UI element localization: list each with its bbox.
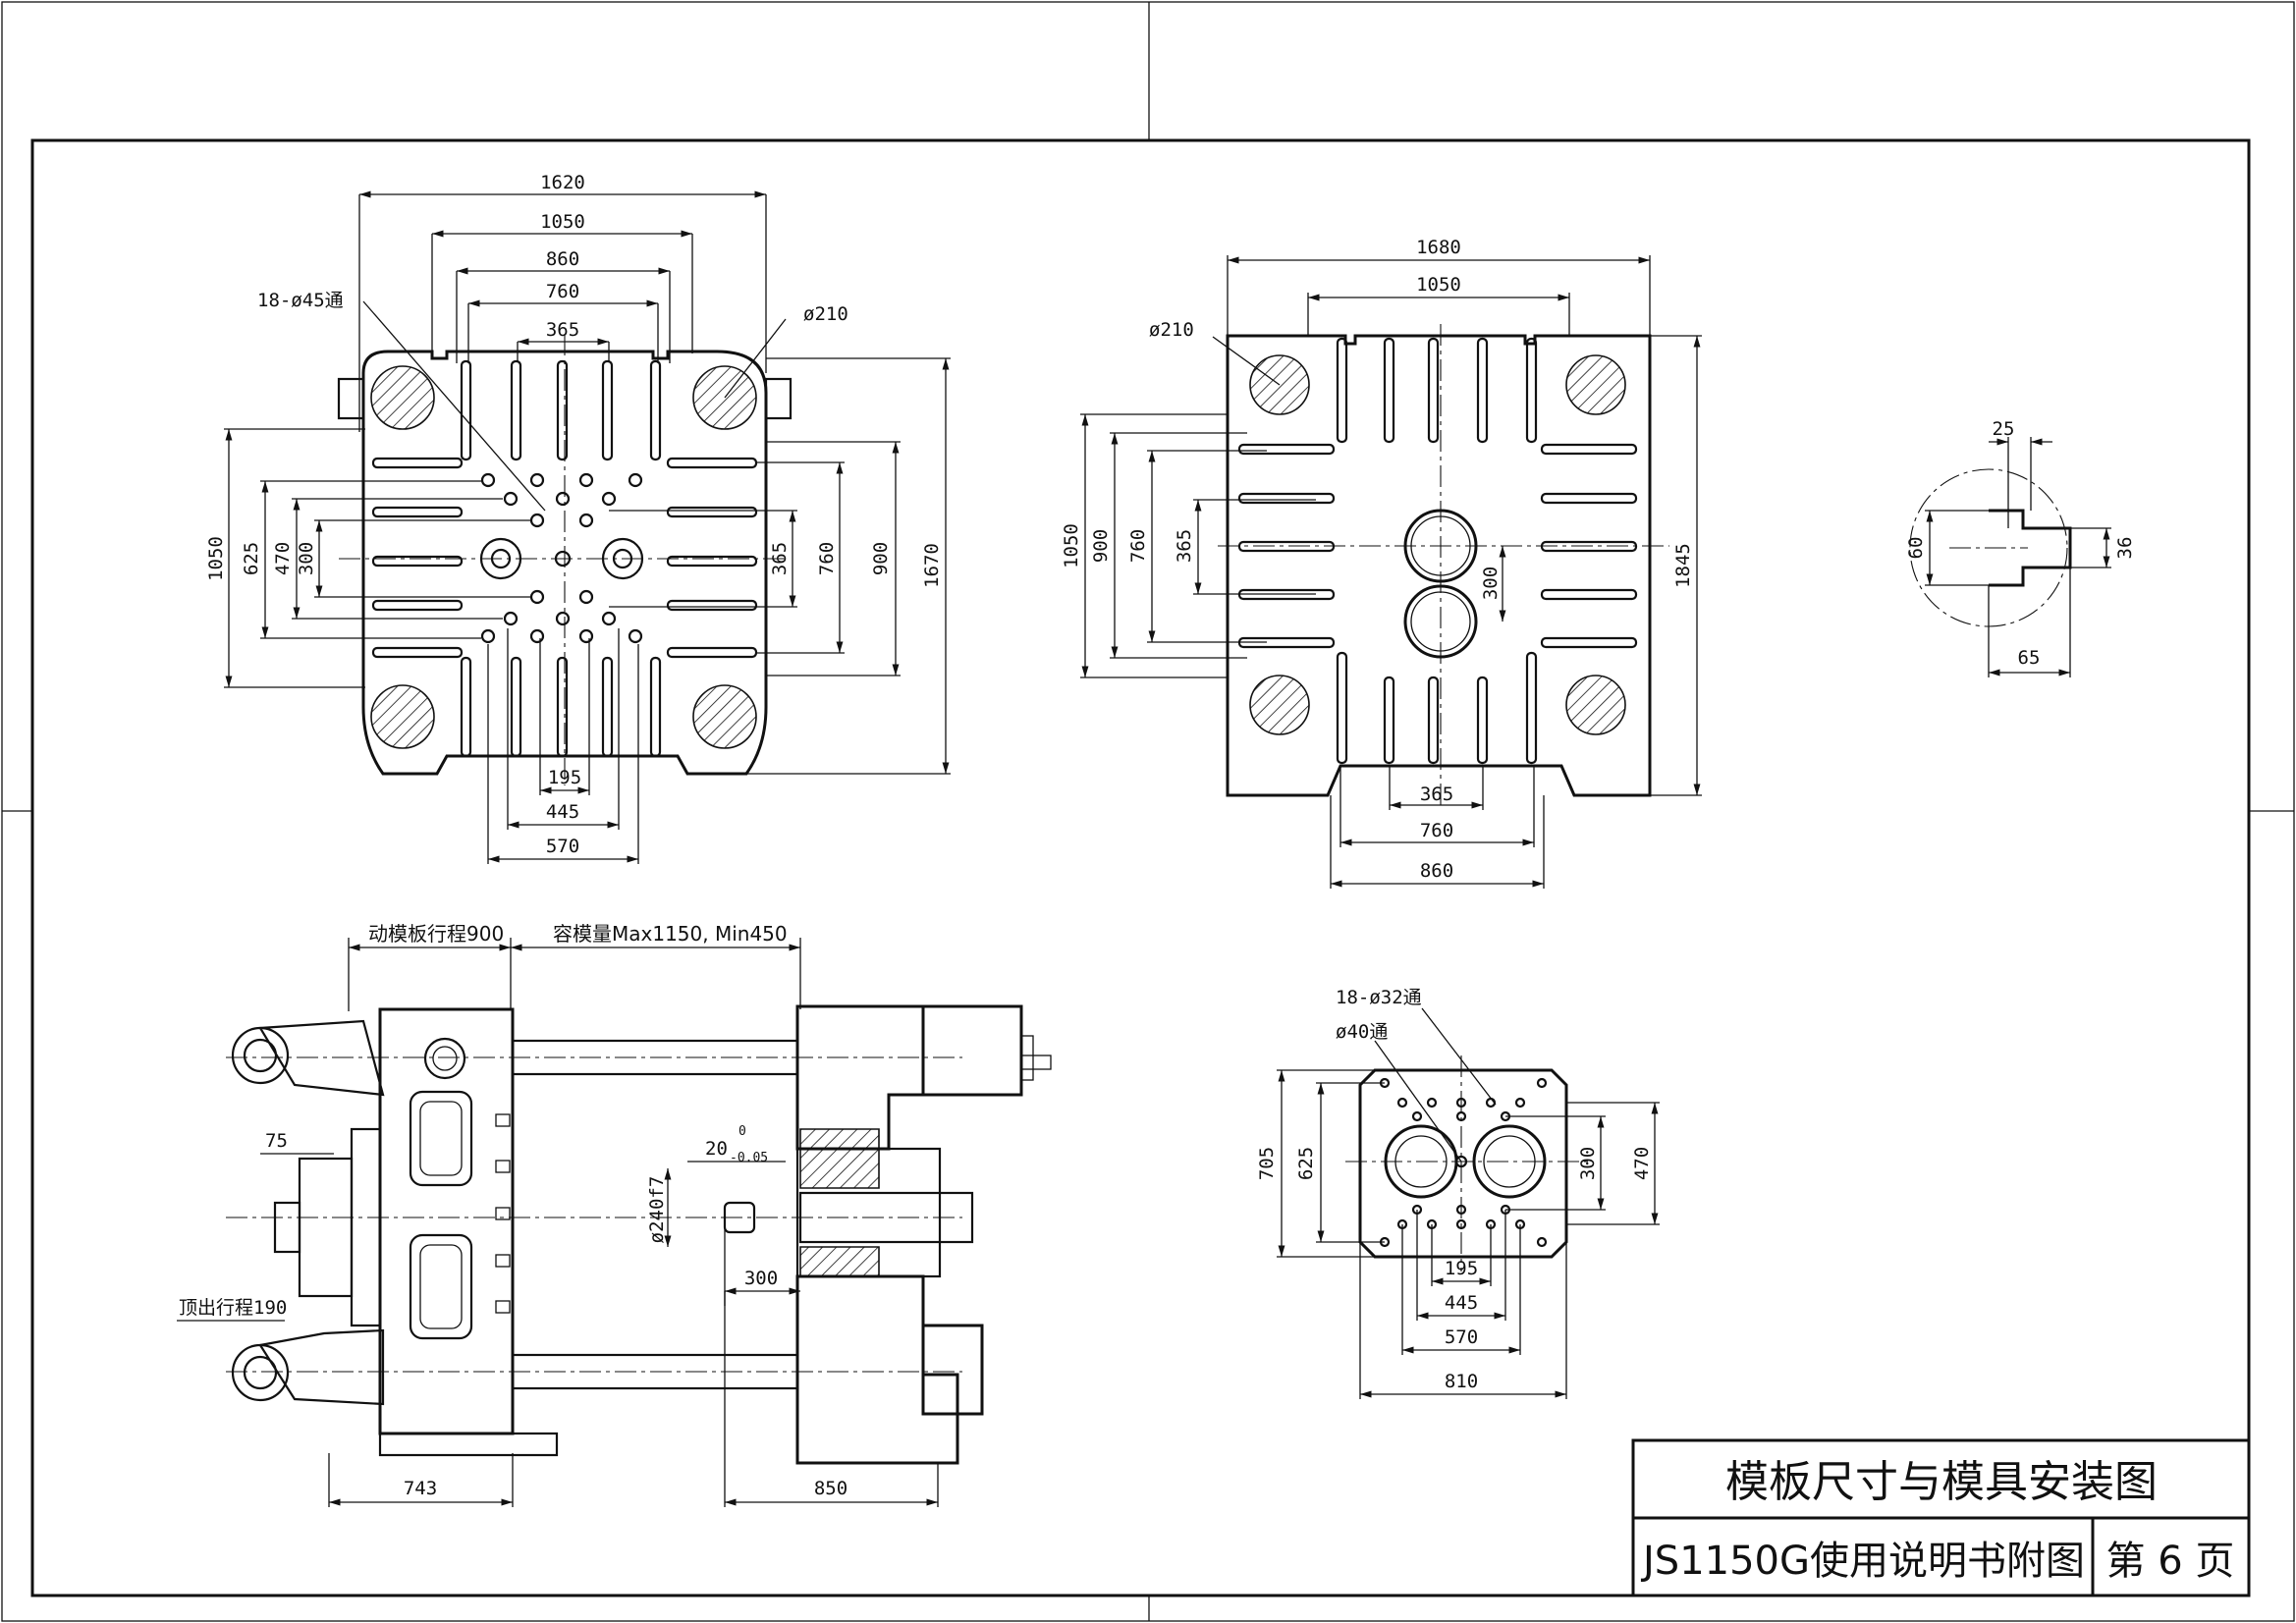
svg-text:760: 760 xyxy=(546,281,579,302)
svg-text:365: 365 xyxy=(1420,784,1453,805)
tiebar-hole-bl xyxy=(370,684,435,749)
svg-text:1050: 1050 xyxy=(1061,523,1082,568)
fixed-platen-view: ø210 1680 1050 365 760 860 xyxy=(1061,237,1702,889)
svg-text:1670: 1670 xyxy=(921,543,943,588)
fixed-dims-bottom: 365 760 860 xyxy=(1330,766,1545,889)
svg-text:900: 900 xyxy=(870,542,892,575)
callout-ejector-holes: 18-ø32通 xyxy=(1336,987,1422,1008)
tslot-detail-view: 25 60 36 65 xyxy=(1905,418,2136,677)
svg-text:1845: 1845 xyxy=(1672,543,1694,588)
svg-text:-0.05: -0.05 xyxy=(730,1151,768,1165)
svg-text:25: 25 xyxy=(1993,418,2015,440)
svg-text:625: 625 xyxy=(241,542,262,575)
dim-743: 743 xyxy=(404,1478,437,1499)
svg-text:470: 470 xyxy=(1631,1147,1653,1180)
fixed-dims-top: 1680 1050 xyxy=(1227,237,1651,336)
fixed-dims-left: 1050 900 760 365 xyxy=(1061,413,1316,678)
callout-holes-18: 18-ø45通 xyxy=(257,290,344,311)
fixed-tiebar-bl xyxy=(1249,675,1310,735)
svg-text:65: 65 xyxy=(2018,647,2041,669)
dims-right: 365 760 900 1670 xyxy=(609,357,951,775)
svg-text:860: 860 xyxy=(546,248,579,270)
svg-text:860: 860 xyxy=(1420,860,1453,882)
svg-text:60: 60 xyxy=(1905,537,1927,560)
svg-text:445: 445 xyxy=(546,801,579,823)
svg-text:36: 36 xyxy=(2114,537,2136,560)
fixed-tiebar-br xyxy=(1565,675,1626,735)
svg-text:1620: 1620 xyxy=(540,172,585,193)
svg-text:365: 365 xyxy=(546,319,579,341)
svg-text:1680: 1680 xyxy=(1416,237,1461,258)
dim-850: 850 xyxy=(814,1478,847,1499)
tiebar-hole-br xyxy=(692,684,757,749)
dim-20-tolerance: 20 xyxy=(705,1138,728,1160)
svg-text:760: 760 xyxy=(1420,820,1453,841)
svg-text:445: 445 xyxy=(1445,1292,1478,1314)
svg-text:1050: 1050 xyxy=(1416,274,1461,296)
svg-text:195: 195 xyxy=(548,767,581,788)
dim-75: 75 xyxy=(265,1130,288,1152)
clamping-side-view: 动模板行程900 容模量Max1150, Min450 75 顶出行程190 2… xyxy=(177,922,1052,1507)
drawing-subtitle: JS1150G使用说明书附图 xyxy=(1640,1539,2085,1584)
dims-left: 1050 625 470 300 xyxy=(205,428,530,688)
dims-bottom: 195 445 570 xyxy=(487,628,639,864)
svg-text:0: 0 xyxy=(738,1124,746,1139)
fixed-dim-center: 300 xyxy=(1480,546,1506,622)
fixed-tiebar-tr xyxy=(1565,354,1626,415)
svg-text:900: 900 xyxy=(1090,529,1112,563)
svg-text:625: 625 xyxy=(1295,1147,1317,1180)
svg-text:365: 365 xyxy=(769,542,791,575)
svg-text:300: 300 xyxy=(296,542,317,575)
svg-text:195: 195 xyxy=(1445,1258,1478,1279)
dims-top: 1620 1050 860 760 365 xyxy=(358,172,767,432)
svg-text:760: 760 xyxy=(1127,529,1149,563)
svg-text:300: 300 xyxy=(1480,567,1502,600)
callout-center-hole: ø40通 xyxy=(1336,1021,1388,1043)
page-number: 第 6 页 xyxy=(2106,1539,2235,1584)
svg-text:570: 570 xyxy=(546,836,579,857)
label-mould-height: 容模量Max1150, Min450 xyxy=(553,922,788,946)
dim-300: 300 xyxy=(744,1268,778,1289)
svg-text:570: 570 xyxy=(1445,1326,1478,1348)
tiebar-hole-tl xyxy=(370,365,435,430)
label-moving-stroke: 动模板行程900 xyxy=(368,922,504,946)
svg-text:365: 365 xyxy=(1174,529,1195,563)
moving-platen-view: 18-ø45通 ø210 1620 1050 860 760 365 xyxy=(205,172,951,864)
svg-text:760: 760 xyxy=(816,542,838,575)
callout-tiebar: ø210 xyxy=(803,303,848,325)
title-block: 模板尺寸与模具安装图 JS1150G使用说明书附图 第 6 页 xyxy=(1631,1438,2251,1597)
drawing-title: 模板尺寸与模具安装图 xyxy=(1725,1457,2158,1507)
svg-text:470: 470 xyxy=(272,542,294,575)
dim-bore: ø240f7 xyxy=(646,1176,668,1244)
svg-text:705: 705 xyxy=(1256,1147,1278,1180)
svg-text:1050: 1050 xyxy=(205,536,227,581)
fixed-dims-right: 1845 xyxy=(1650,335,1702,796)
svg-text:810: 810 xyxy=(1445,1371,1478,1392)
svg-text:1050: 1050 xyxy=(540,211,585,233)
svg-text:300: 300 xyxy=(1577,1147,1599,1180)
ejector-plate-view: 18-ø32通 ø40通 705 625 300 470 195 xyxy=(1256,987,1660,1399)
fixed-callout-tiebar: ø210 xyxy=(1149,319,1194,341)
label-ejector-stroke: 顶出行程190 xyxy=(179,1297,287,1319)
